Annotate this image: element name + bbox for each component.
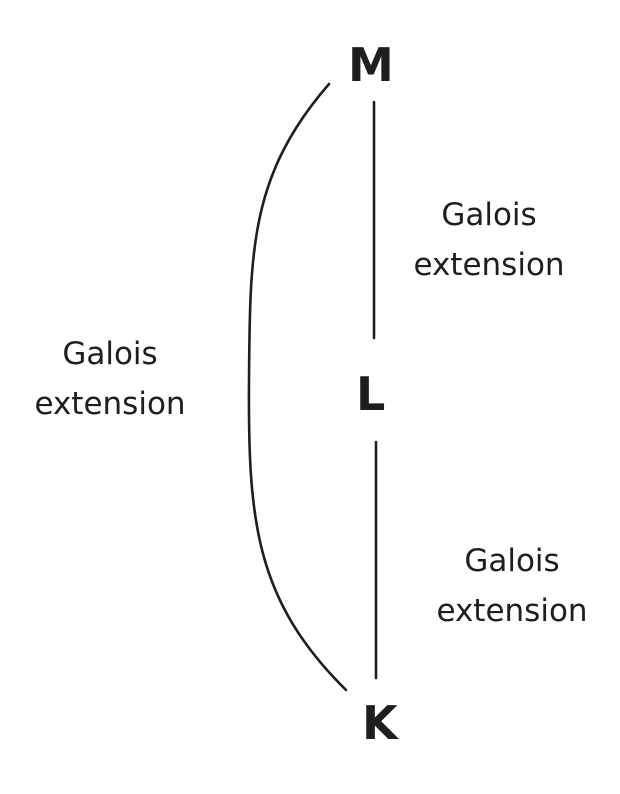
edge-label-upper-line1: Galois [441,197,537,233]
edge-label-upper: Galois extension [398,190,580,290]
edge-m-k-curve [247,82,348,692]
node-m: M [348,38,394,92]
edge-label-outer: Galois extension [18,329,202,429]
edge-label-outer-line1: Galois [62,336,158,372]
edge-label-lower-line2: extension [436,593,588,629]
edge-label-lower-line1: Galois [464,543,560,579]
edge-label-outer-line2: extension [34,386,186,422]
node-l: L [356,367,386,421]
node-k: K [362,696,398,750]
edge-label-upper-line2: extension [413,247,565,283]
edge-label-lower: Galois extension [420,536,604,636]
